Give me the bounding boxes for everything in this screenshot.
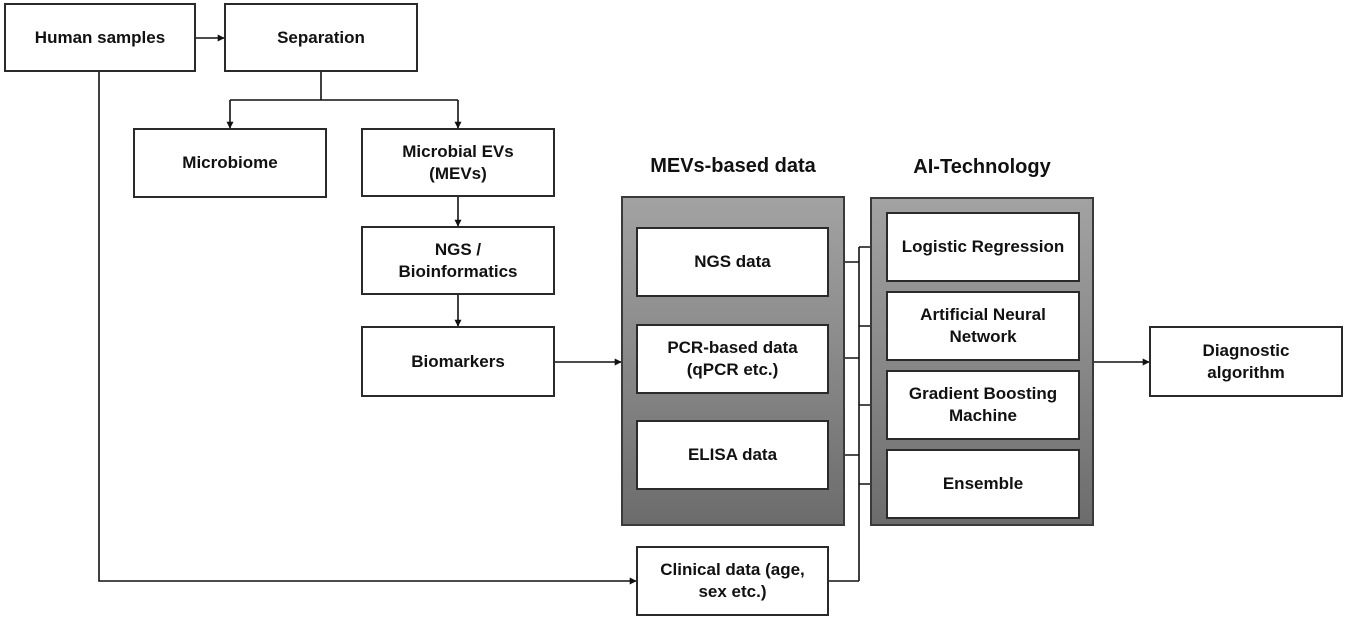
separation-box: Separation <box>224 3 418 72</box>
ngs-bioinformatics-label-line2: Bioinformatics <box>398 261 518 281</box>
ann-label-line1: Artificial Neural <box>920 305 1046 324</box>
microbial-evs-box: Microbial EVs (MEVs) <box>361 128 555 197</box>
microbiome-label: Microbiome <box>182 153 278 172</box>
logistic-regression-label: Logistic Regression <box>901 237 1065 256</box>
separation-label: Separation <box>277 27 365 47</box>
gbm-label-line1: Gradient Boosting <box>908 384 1058 403</box>
clinical-data-label-line1: Clinical data (age, <box>660 560 805 579</box>
clinical-data-label-line2: sex etc.) <box>698 582 767 601</box>
microbial-evs-label-line1: Microbial EVs <box>402 141 514 161</box>
arrow-human-to-clinical <box>98 72 637 585</box>
diagnostic-algorithm-box: Diagnostic algorithm <box>1149 326 1343 397</box>
microbiome-box: Microbiome <box>133 128 327 198</box>
diagnostic-label-line2: algorithm <box>1207 362 1285 382</box>
elisa-data-label: ELISA data <box>687 445 778 464</box>
ann-label-line2: Network <box>949 327 1017 346</box>
ngs-bioinformatics-box: NGS / Bioinformatics <box>361 226 555 295</box>
pcr-data-label-line2: (qPCR etc.) <box>686 360 779 379</box>
logistic-regression-box: Logistic Regression <box>886 212 1080 282</box>
line-separation-split <box>230 72 458 101</box>
gradient-boosting-machine-box: Gradient Boosting Machine <box>886 370 1080 440</box>
biomarkers-label: Biomarkers <box>411 351 505 371</box>
pcr-based-data-box: PCR-based data (qPCR etc.) <box>636 324 829 394</box>
ensemble-label: Ensemble <box>942 474 1024 493</box>
ensemble-box: Ensemble <box>886 449 1080 519</box>
elisa-data-box: ELISA data <box>636 420 829 490</box>
ngs-data-box: NGS data <box>636 227 829 297</box>
ai-technology-heading: AI-Technology <box>913 156 1051 178</box>
human-samples-box: Human samples <box>4 3 196 72</box>
ngs-bioinformatics-label-line1: NGS / <box>434 239 482 259</box>
diagnostic-label-line1: Diagnostic <box>1202 340 1290 360</box>
mevs-data-heading: MEVs-based data <box>650 155 816 177</box>
gbm-label-line2: Machine <box>948 406 1018 425</box>
microbial-evs-label-line2: (MEVs) <box>429 163 487 183</box>
artificial-neural-network-box: Artificial Neural Network <box>886 291 1080 361</box>
pcr-data-label-line1: PCR-based data <box>667 338 798 357</box>
human-samples-label: Human samples <box>34 27 166 47</box>
ngs-data-label: NGS data <box>694 252 771 271</box>
clinical-data-box: Clinical data (age, sex etc.) <box>636 546 829 616</box>
biomarkers-box: Biomarkers <box>361 326 555 397</box>
